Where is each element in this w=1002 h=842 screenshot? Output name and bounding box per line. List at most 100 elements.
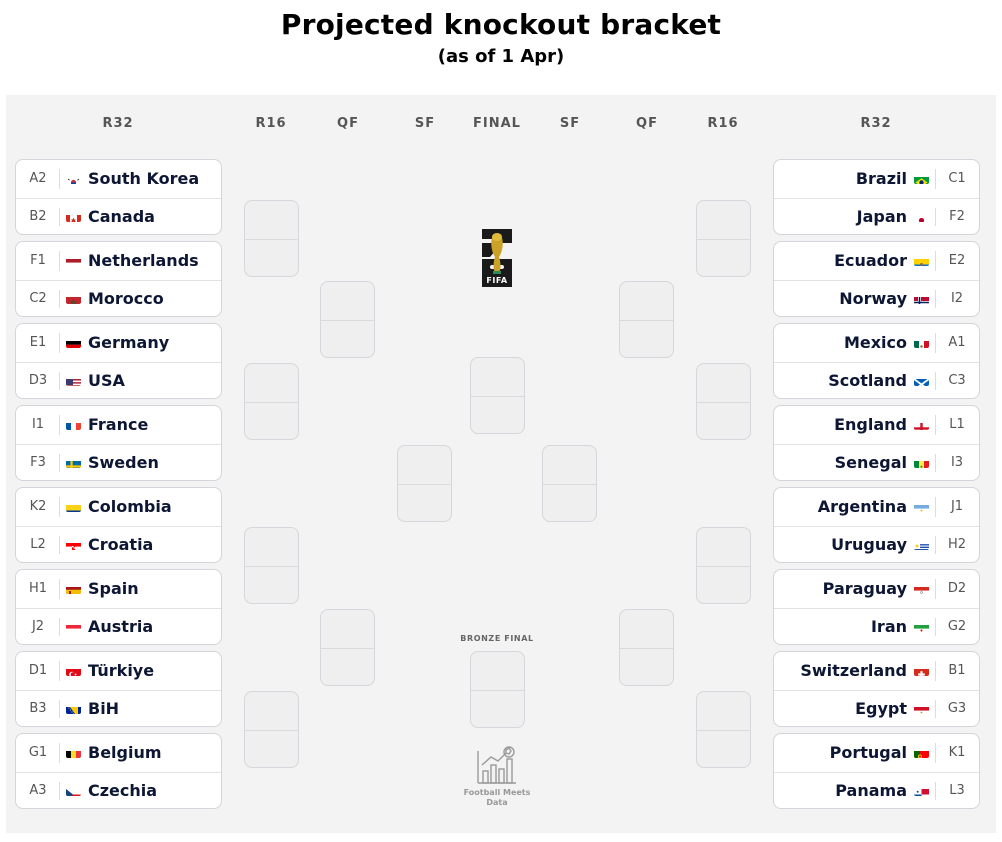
bih-flag-icon bbox=[66, 703, 81, 715]
team-seed: F1 bbox=[16, 242, 60, 280]
watermark-text: Football Meets Data bbox=[463, 788, 531, 807]
austria-flag-icon bbox=[66, 621, 81, 633]
bronze-final-label: BRONZE FINAL bbox=[460, 634, 534, 643]
right-qf-slot-2[interactable] bbox=[619, 609, 674, 686]
colombia-flag-icon bbox=[66, 501, 81, 513]
left-r16-slot-3[interactable] bbox=[244, 527, 299, 604]
left-r16-slot-1[interactable] bbox=[244, 200, 299, 277]
final-slot[interactable] bbox=[470, 357, 525, 434]
team-seed: B3 bbox=[16, 691, 60, 727]
right-r16-slot-1[interactable] bbox=[696, 200, 751, 277]
team-name: South Korea bbox=[88, 169, 200, 189]
bronze-final-slot[interactable] bbox=[470, 651, 525, 728]
japan-flag-icon bbox=[914, 211, 929, 223]
team-seed: B2 bbox=[16, 199, 60, 235]
turkiye-flag-icon bbox=[66, 665, 81, 677]
team-seed: L2 bbox=[16, 527, 60, 563]
team-name: Morocco bbox=[88, 289, 164, 309]
team-seed: C2 bbox=[16, 281, 60, 317]
left-qf-slot-2[interactable] bbox=[320, 609, 375, 686]
portugal-flag-icon bbox=[914, 747, 929, 759]
canada-flag-icon bbox=[66, 211, 81, 223]
right-r16-slot-4[interactable] bbox=[696, 691, 751, 768]
right-r16-slot-2[interactable] bbox=[696, 363, 751, 440]
ecuador-flag-icon bbox=[914, 255, 929, 267]
fifa-wordmark: FIFA bbox=[486, 276, 508, 285]
left-sf-slot[interactable] bbox=[397, 445, 452, 522]
team-seed: G2 bbox=[935, 609, 979, 645]
uruguay-flag-icon bbox=[914, 539, 929, 551]
team-name: Uruguay bbox=[831, 535, 907, 555]
france-flag-icon bbox=[66, 419, 81, 431]
right-r16-slot-3[interactable] bbox=[696, 527, 751, 604]
team-seed: C1 bbox=[935, 160, 979, 198]
team-row[interactable]: C2 Morocco bbox=[16, 279, 221, 317]
team-seed: G1 bbox=[16, 734, 60, 772]
round-label-left-r32: R32 bbox=[102, 116, 134, 131]
right-qf-slot-1[interactable] bbox=[619, 281, 674, 358]
left-r16-slot-2[interactable] bbox=[244, 363, 299, 440]
team-seed: A2 bbox=[16, 160, 60, 198]
spain-flag-icon bbox=[66, 583, 81, 595]
team-seed: B1 bbox=[935, 652, 979, 690]
team-name: Ecuador bbox=[834, 251, 907, 271]
team-seed: H2 bbox=[935, 527, 979, 563]
team-name: France bbox=[88, 415, 149, 435]
paraguay-flag-icon bbox=[914, 583, 929, 595]
team-name: Switzerland bbox=[800, 661, 907, 681]
team-seed: D2 bbox=[935, 570, 979, 608]
team-row[interactable]: Switzerland B1 bbox=[774, 652, 979, 690]
team-name: Norway bbox=[839, 289, 907, 309]
right-sf-slot[interactable] bbox=[542, 445, 597, 522]
south-korea-flag-icon bbox=[66, 173, 81, 185]
team-row[interactable]: A2 South Korea bbox=[16, 160, 221, 198]
team-row[interactable]: Uruguay H2 bbox=[774, 525, 979, 563]
left-qf-slot-1[interactable] bbox=[320, 281, 375, 358]
left-r16-slot-4[interactable] bbox=[244, 691, 299, 768]
